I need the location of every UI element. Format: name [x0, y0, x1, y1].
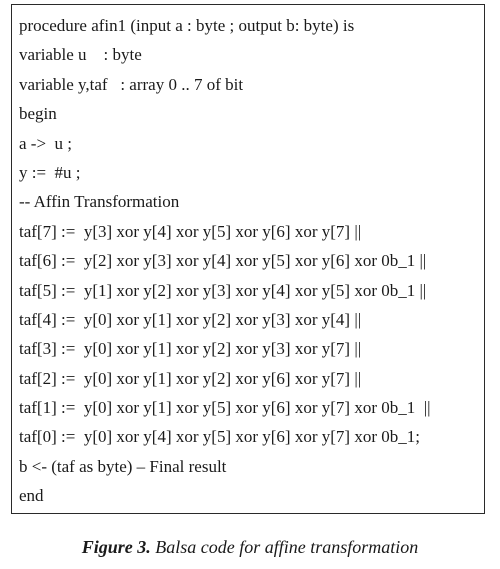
code-line: taf[4] := y[0] xor y[1] xor y[2] xor y[3…: [19, 309, 362, 329]
code-line: a -> u ;: [19, 133, 73, 153]
code-line: taf[0] := y[0] xor y[4] xor y[5] xor y[6…: [19, 427, 420, 447]
code-comment-line: -- Affin Transformation: [19, 192, 180, 212]
code-line: taf[1] := y[0] xor y[1] xor y[5] xor y[6…: [19, 398, 431, 418]
code-line: taf[5] := y[1] xor y[2] xor y[3] xor y[4…: [19, 280, 427, 300]
code-line: taf[2] := y[0] xor y[1] xor y[2] xor y[6…: [19, 368, 362, 388]
code-listing-box: procedure afin1 (input a : byte ; output…: [11, 4, 485, 514]
figure-caption: Figure 3. Balsa code for affine transfor…: [0, 537, 500, 558]
code-line: variable y,taf : array 0 .. 7 of bit: [19, 74, 244, 94]
figure-caption-text: Balsa code for affine transformation: [150, 537, 419, 557]
code-line: begin: [19, 104, 57, 124]
code-line: variable u : byte: [19, 45, 142, 65]
code-line: y := #u ;: [19, 162, 81, 182]
code-line: taf[7] := y[3] xor y[4] xor y[5] xor y[6…: [19, 221, 362, 241]
code-line: procedure afin1 (input a : byte ; output…: [19, 16, 355, 35]
figure-label: Figure 3.: [81, 537, 151, 557]
code-line: b <- (taf as byte) – Final result: [19, 456, 227, 476]
code-line: taf[6] := y[2] xor y[3] xor y[4] xor y[5…: [19, 251, 427, 271]
code-line: taf[3] := y[0] xor y[1] xor y[2] xor y[3…: [19, 339, 362, 359]
code-line: end: [19, 486, 44, 506]
code-listing: procedure afin1 (input a : byte ; output…: [19, 11, 431, 511]
